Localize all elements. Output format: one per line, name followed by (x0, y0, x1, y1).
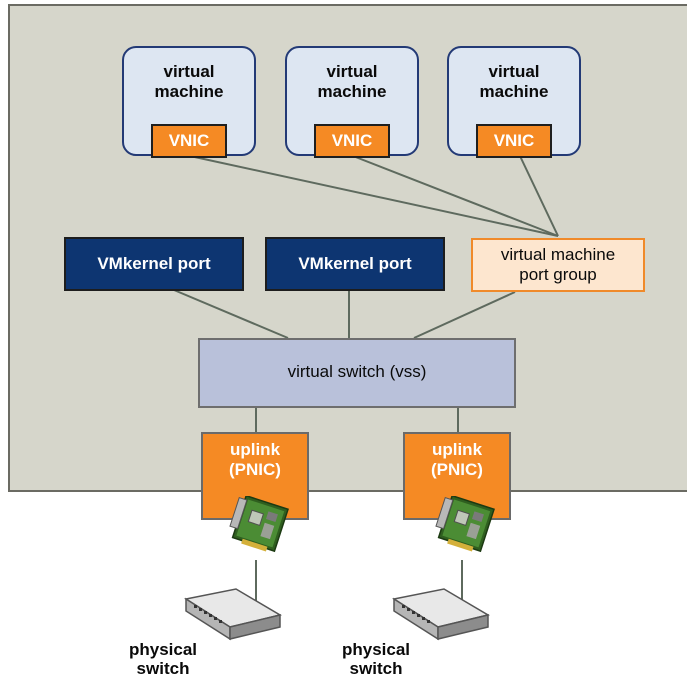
vmkernel-port-1: VMkernel port (64, 237, 244, 291)
vm-port-group: virtual machine port group (471, 238, 645, 292)
vnic1-to-portgroup-line (189, 155, 559, 237)
virtual-machine-3: virtual machine VNIC (447, 46, 581, 158)
vnic-1: VNIC (151, 124, 227, 158)
vmk1-to-vss-line (173, 289, 289, 339)
vm-label: virtual machine (479, 62, 549, 101)
virtual-machine-2: virtual machine VNIC (285, 46, 419, 158)
portgroup-to-vss-line (413, 291, 516, 339)
vnic3-to-portgroup-line (519, 155, 559, 237)
virtual-machine-1: virtual machine VNIC (122, 46, 256, 158)
vm-label: virtual machine (154, 62, 224, 101)
physical-switch-label-1: physical switch (128, 640, 198, 678)
physical-switch-icon (392, 588, 490, 641)
nic-card-icon (229, 496, 289, 553)
nic-card-icon (435, 496, 495, 553)
uplink-pnic-1: uplink (PNIC) (201, 432, 309, 520)
virtual-switch: virtual switch (vss) (198, 338, 516, 408)
physical-switch-icon (184, 588, 282, 641)
vmkernel-port-2: VMkernel port (265, 237, 445, 291)
vnic-3: VNIC (476, 124, 552, 158)
vnic2-to-portgroup-line (352, 155, 559, 237)
physical-switch-label-2: physical switch (341, 640, 411, 678)
vnic-2: VNIC (314, 124, 390, 158)
vm-label: virtual machine (317, 62, 387, 101)
